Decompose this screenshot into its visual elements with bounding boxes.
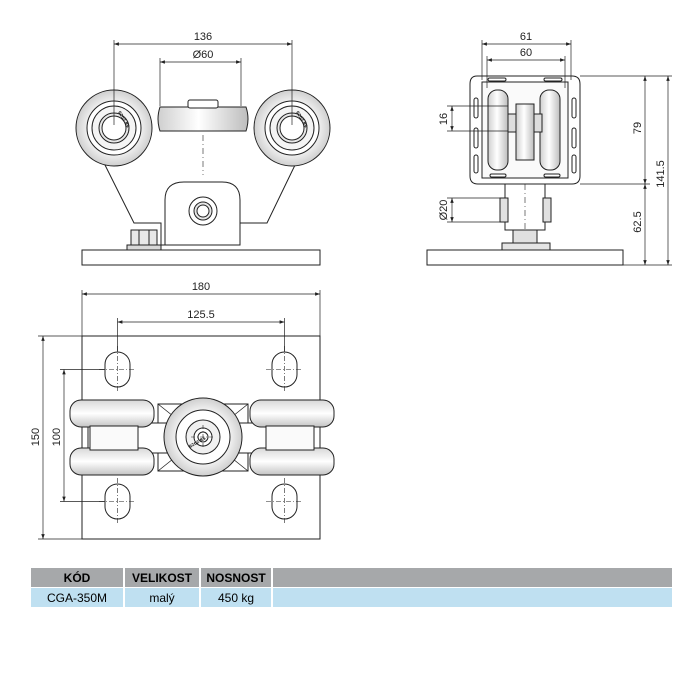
side-view: [426, 75, 624, 266]
plan-view: [69, 335, 335, 540]
dim-side-lower-height: 62.5: [632, 211, 644, 232]
dim-side-roller-height: 16: [438, 113, 450, 125]
dim-plan-plate-depth: 150: [30, 428, 42, 446]
dim-plan-hole-spacing: 125.5: [187, 309, 215, 321]
dim-front-diameter: Ø60: [193, 49, 214, 61]
header-nosnost: NOSNOST: [200, 568, 273, 588]
cell-nosnost: 450 kg: [200, 587, 273, 607]
dim-side-total-height: 141.5: [655, 160, 667, 188]
dim-side-shaft-diameter: Ø20: [438, 200, 450, 221]
front-dimensions: [113, 40, 293, 125]
plan-dimensions: [38, 290, 321, 540]
dim-front-width: 136: [194, 31, 212, 43]
header-kod: KÓD: [31, 568, 125, 588]
dim-side-upper-height: 79: [632, 122, 644, 134]
cell-kod: CGA-350M: [31, 587, 125, 607]
spec-table: KÓD VELIKOST NOSNOST CGA-350M malý 450 k…: [31, 568, 672, 607]
technical-drawing: 6202 RS 6202 RS 136 Ø60: [30, 31, 672, 540]
cell-velikost: malý: [124, 587, 201, 607]
dim-plan-plate-width: 180: [192, 281, 210, 293]
spec-table-header-row: KÓD VELIKOST NOSNOST: [31, 568, 672, 588]
table-row: CGA-350M malý 450 kg: [31, 587, 672, 607]
dim-side-inner-width: 60: [520, 47, 532, 59]
cell-spacer: [272, 587, 672, 607]
side-dimensions: [447, 40, 672, 266]
dim-side-outer-width: 61: [520, 31, 532, 43]
front-view: [75, 89, 331, 266]
dim-plan-hole-depth: 100: [51, 428, 63, 446]
header-velikost: VELIKOST: [124, 568, 201, 588]
header-spacer: [272, 568, 672, 588]
